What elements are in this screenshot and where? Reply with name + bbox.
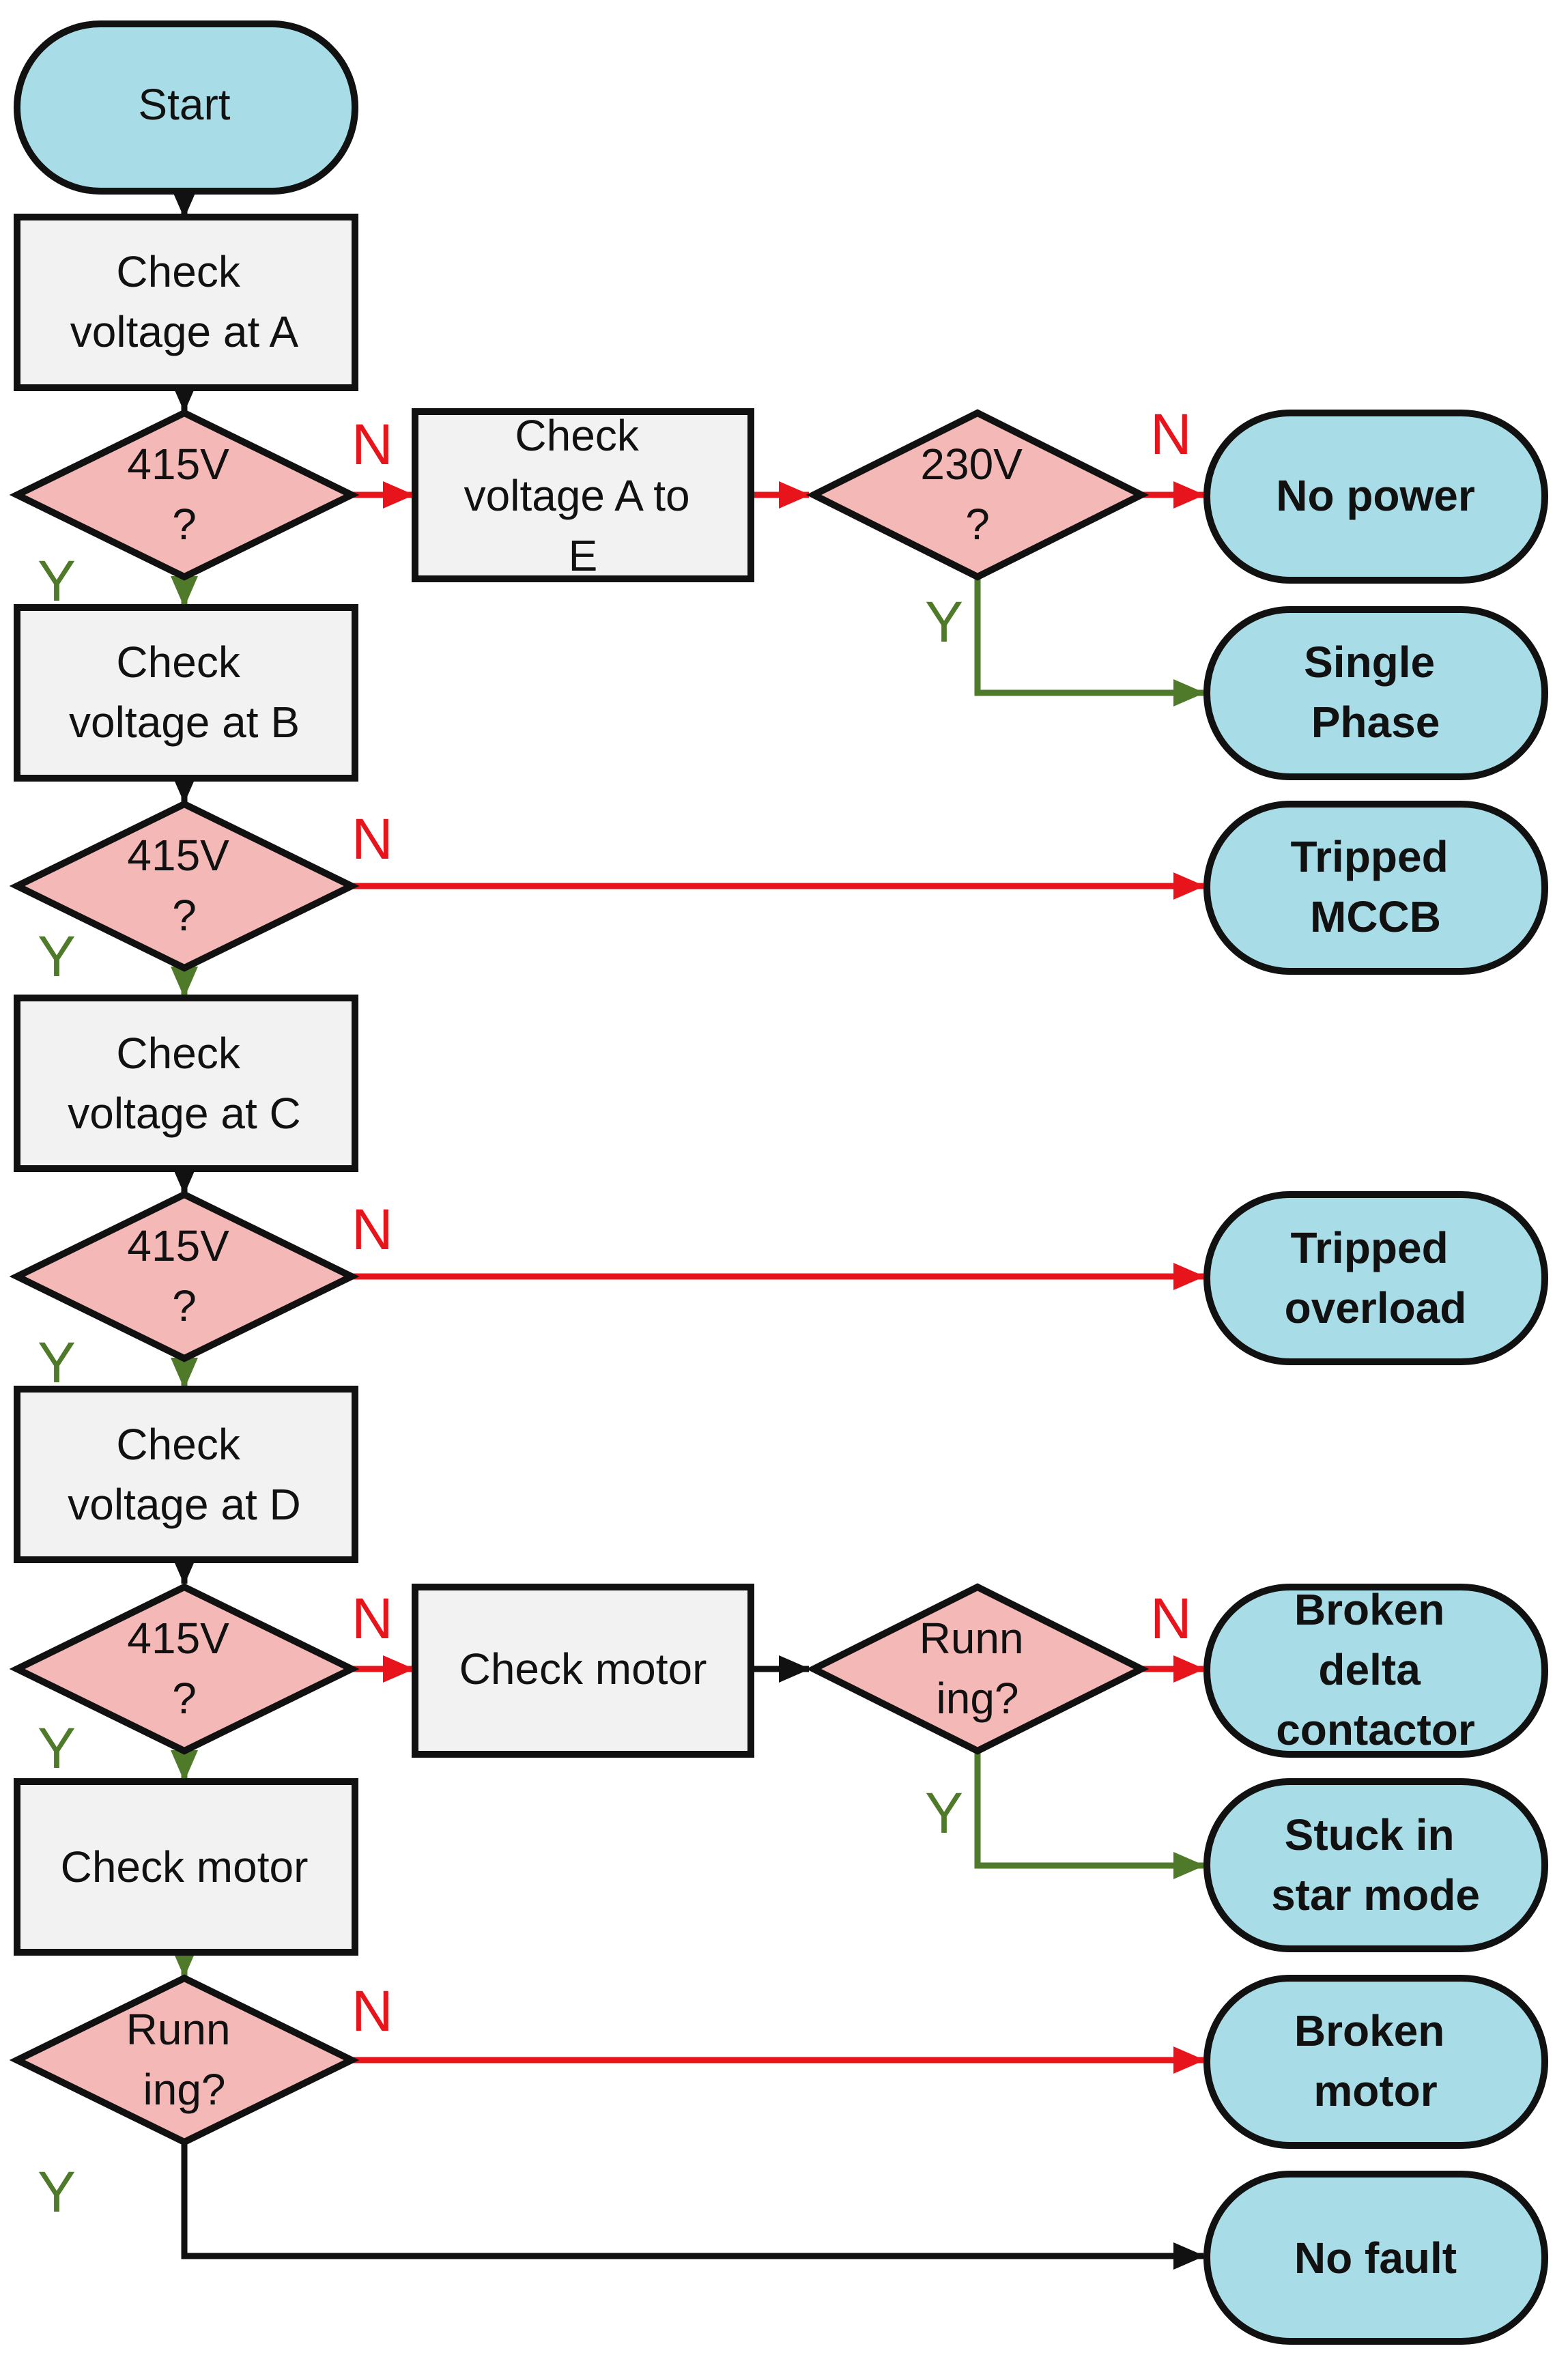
decision-230v xyxy=(806,409,1150,581)
decision-415v-a xyxy=(9,409,360,581)
check-motor-right-box xyxy=(412,1584,754,1758)
check-voltage-c-label: Check voltage at C xyxy=(68,1029,301,1138)
outcome-tripped-overload-label: Tripped overload xyxy=(1285,1223,1467,1332)
check-voltage-a-box xyxy=(14,214,358,391)
decision-415v-b xyxy=(9,800,360,972)
yes-label-running-right: Y xyxy=(925,1781,963,1845)
check-voltage-b-label: Check voltage at B xyxy=(69,638,300,747)
outcome-stuck-in-star-mode xyxy=(1203,1778,1548,1952)
decision-415v-a-label: 415V ? xyxy=(127,440,241,549)
check-voltage-d-label: Check voltage at D xyxy=(68,1420,301,1529)
decision-running-right-label: Runn ing? xyxy=(920,1614,1036,1723)
check-voltage-c-box xyxy=(14,995,358,1172)
yes-label-q-a: Y xyxy=(38,549,76,613)
yes-label-q-b: Y xyxy=(38,924,76,988)
check-motor-left-label: Check motor xyxy=(61,1842,309,1891)
arrow-running-right-yes xyxy=(974,1751,1205,1879)
no-label-q-a: N xyxy=(352,412,393,476)
check-voltage-d-box xyxy=(14,1386,358,1563)
no-label-q-d: N xyxy=(352,1586,393,1651)
decision-running-left-label: Runn ing? xyxy=(126,2005,243,2114)
outcome-tripped-overload xyxy=(1203,1191,1548,1365)
decision-230v-label: 230V ? xyxy=(920,440,1034,549)
check-motor-left-box xyxy=(14,1778,358,1956)
arrow-q-ae-yes xyxy=(974,577,1205,706)
outcome-single-phase xyxy=(1203,606,1548,780)
yes-label-q-ae: Y xyxy=(925,590,963,654)
outcome-no-fault-label: No fault xyxy=(1294,2233,1457,2283)
check-voltage-b-box xyxy=(14,604,358,782)
start-label: Start xyxy=(138,80,230,129)
yes-label-q-d: Y xyxy=(38,1716,76,1780)
outcome-broken-motor-label: Broken motor xyxy=(1294,2006,1457,2115)
decision-415v-d xyxy=(9,1583,360,1755)
outcome-stuck-in-star-mode-label: Stuck in star mode xyxy=(1271,1810,1480,1919)
outcome-single-phase-label: Single Phase xyxy=(1304,638,1447,747)
check-voltage-ae-box xyxy=(412,408,754,582)
no-label-q-b: N xyxy=(352,807,393,871)
arrow-running-left-yes xyxy=(181,2142,1205,2270)
decision-415v-d-label: 415V ? xyxy=(127,1614,241,1723)
yes-label-q-c: Y xyxy=(38,1330,76,1395)
check-voltage-ae-label: Check voltage A to E xyxy=(464,411,702,580)
no-label-running-right: N xyxy=(1150,1586,1192,1651)
outcome-no-fault xyxy=(1203,2171,1548,2345)
yes-label-running-left: Y xyxy=(38,2160,76,2224)
decision-415v-c-label: 415V ? xyxy=(127,1221,241,1330)
no-label-q-c: N xyxy=(352,1197,393,1261)
outcome-no-power xyxy=(1203,410,1548,584)
check-voltage-a-label: Check voltage at A xyxy=(70,247,299,356)
decision-415v-c xyxy=(9,1190,360,1362)
outcome-broken-delta-contactor xyxy=(1203,1584,1548,1758)
outcome-no-power-label: No power xyxy=(1276,471,1475,520)
no-label-running-left: N xyxy=(352,1979,393,2043)
outcome-broken-delta-contactor-label: Broken delta contactor xyxy=(1276,1585,1475,1754)
check-motor-right-label: Check motor xyxy=(459,1644,707,1694)
no-label-q-ae: N xyxy=(1150,402,1192,466)
outcome-broken-motor xyxy=(1203,1975,1548,2149)
decision-415v-b-label: 415V ? xyxy=(127,831,241,940)
outcome-tripped-mccb xyxy=(1203,801,1548,975)
outcome-tripped-mccb-label: Tripped MCCB xyxy=(1291,832,1461,941)
decision-running-right xyxy=(806,1583,1150,1755)
start-terminal xyxy=(14,20,358,195)
decision-running-left xyxy=(9,1974,360,2146)
